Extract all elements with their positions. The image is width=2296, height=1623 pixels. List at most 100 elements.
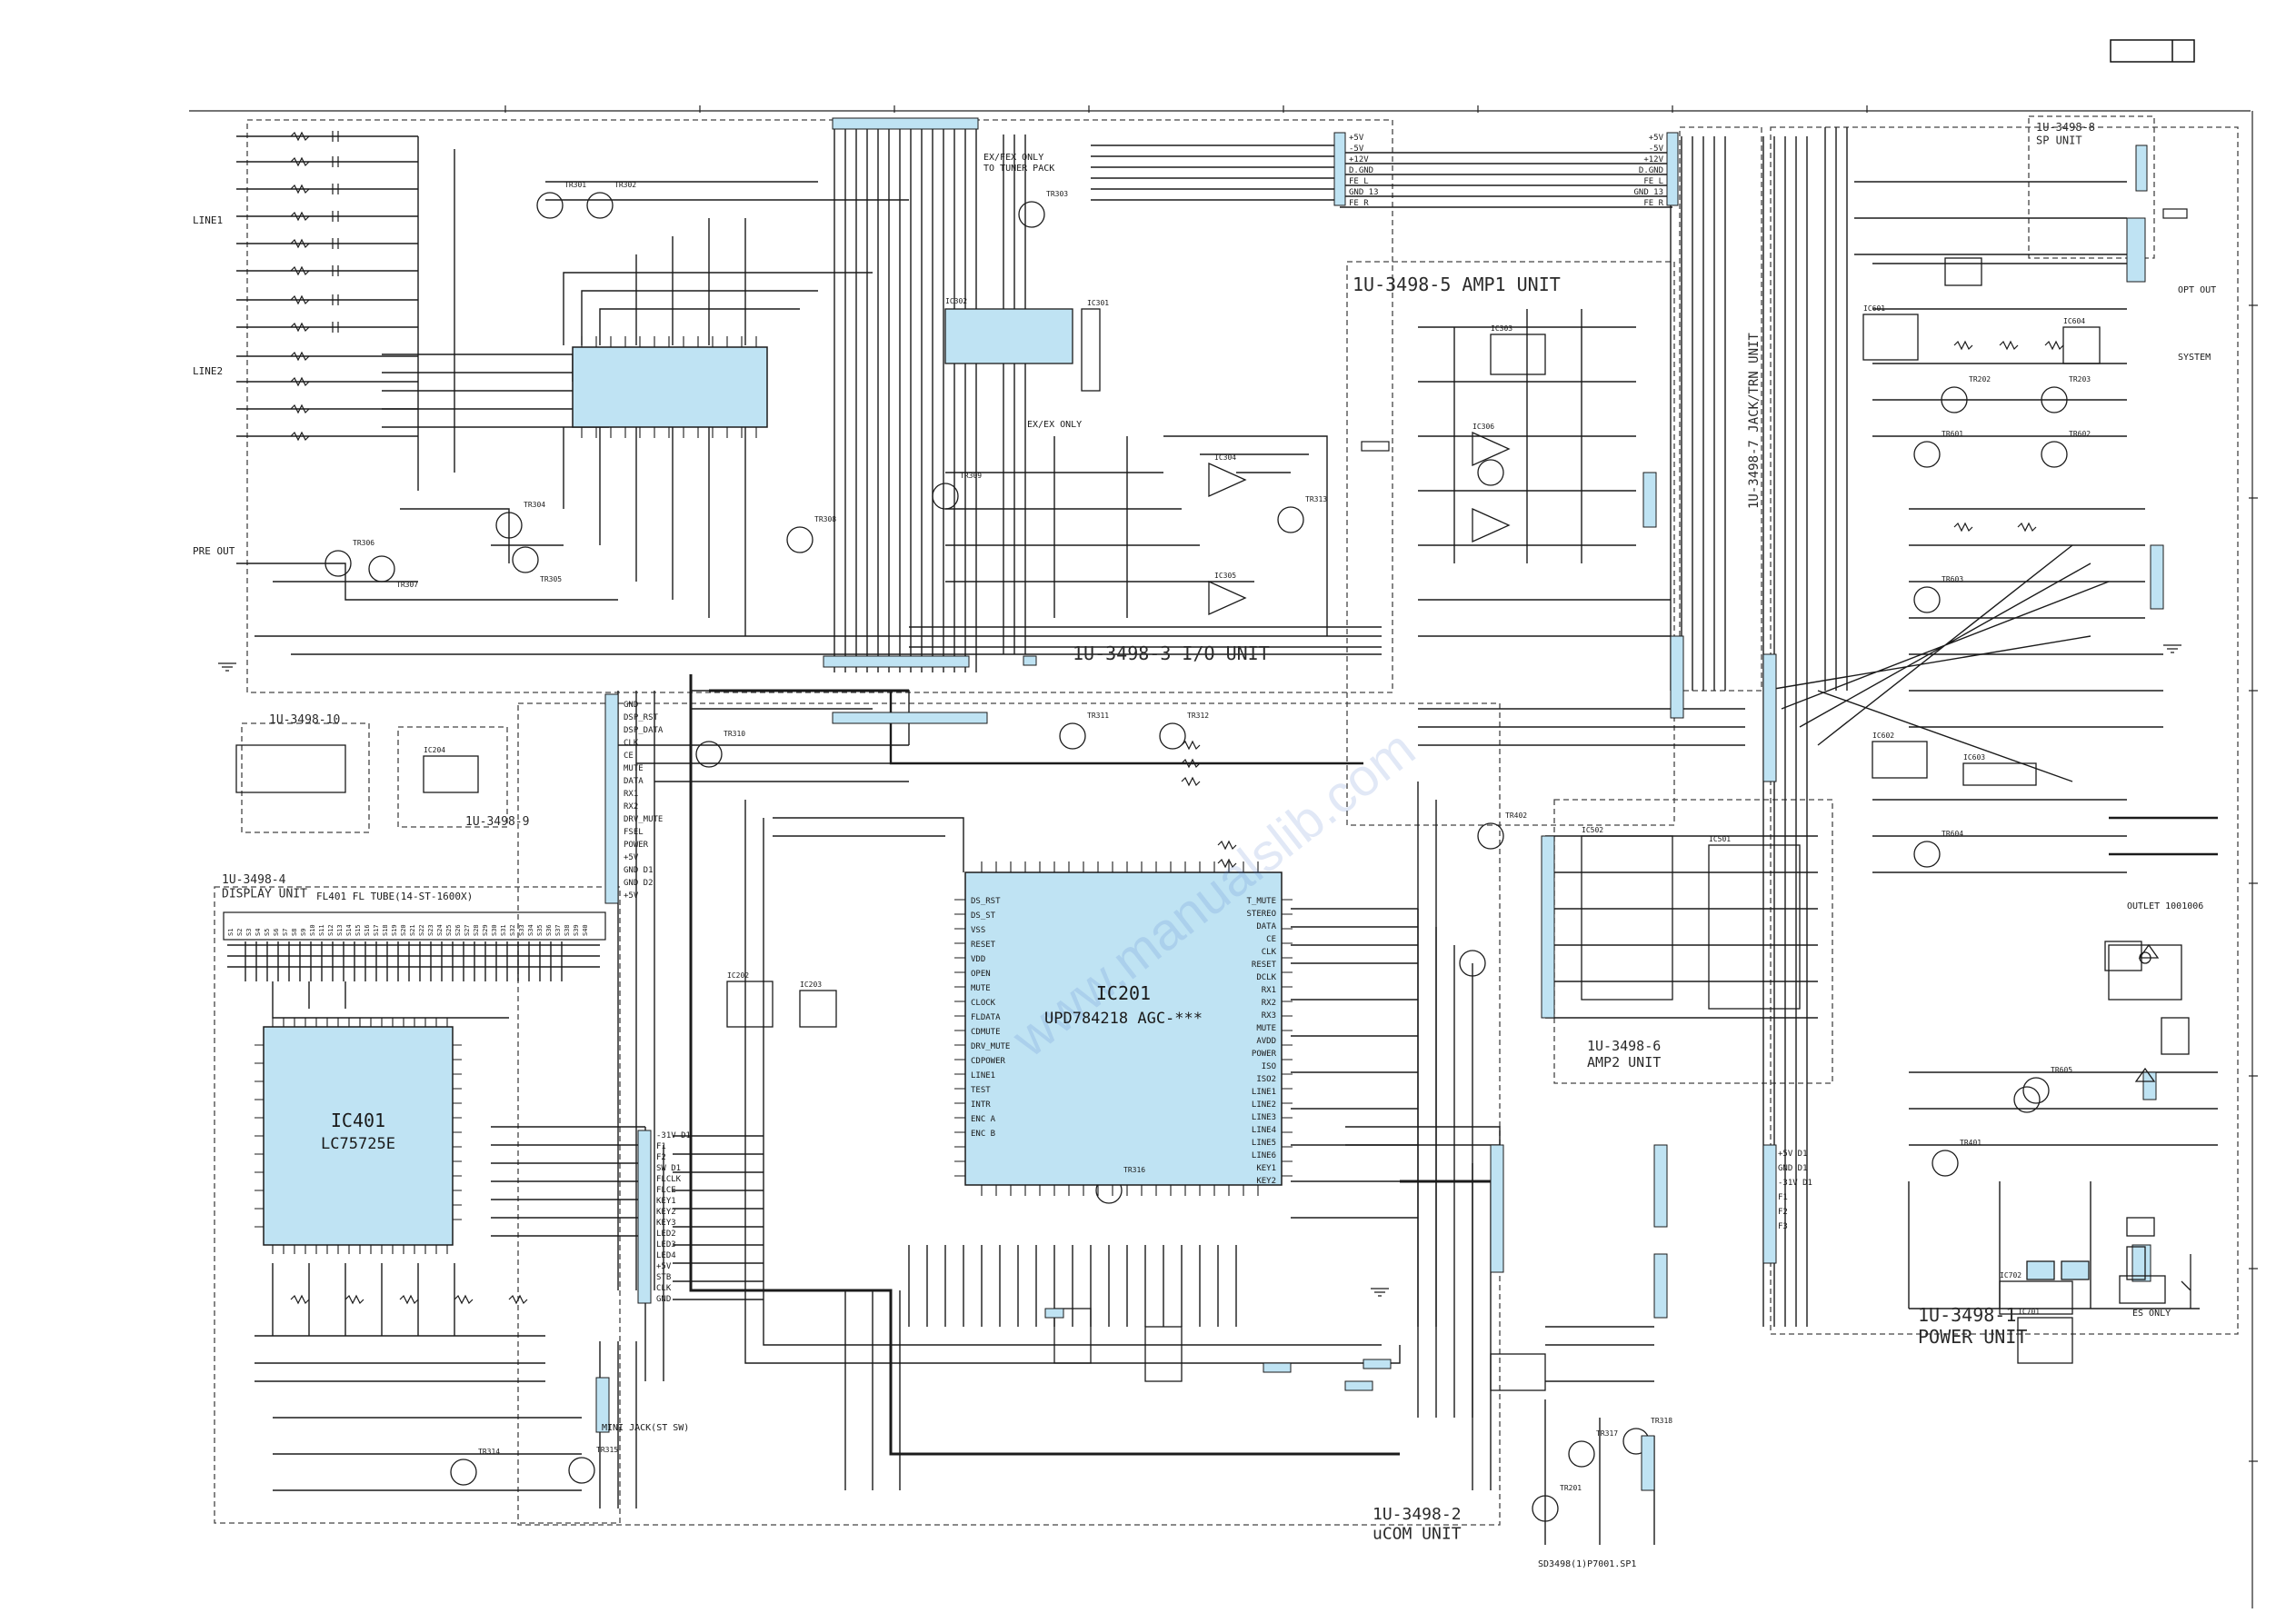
svg-text:FE L: FE L bbox=[1349, 177, 1369, 186]
svg-text:KEY1: KEY1 bbox=[656, 1197, 676, 1206]
svg-text:+12V: +12V bbox=[1349, 155, 1369, 164]
outlet-label: OUTLET 1001006 bbox=[2127, 901, 2203, 911]
transistor-label: TR305 bbox=[540, 575, 562, 583]
fl-grid-17: S17 bbox=[373, 924, 380, 936]
small-ic-label: IC305 bbox=[1214, 572, 1236, 580]
u9-unit-box bbox=[397, 726, 508, 828]
io-unit-box bbox=[246, 119, 1393, 693]
svg-text:FLCE: FLCE bbox=[656, 1186, 676, 1195]
ic401-pins bbox=[255, 1018, 462, 1254]
svg-text:F1: F1 bbox=[656, 1142, 666, 1151]
fl-grid-14: S14 bbox=[345, 924, 353, 936]
svg-text:FE R: FE R bbox=[1349, 199, 1369, 208]
ucom-unit-box bbox=[517, 702, 1501, 1526]
transistor-label: TR314 bbox=[478, 1448, 500, 1456]
svg-text:F1: F1 bbox=[1778, 1193, 1788, 1202]
transistor-label: TR307 bbox=[396, 581, 418, 589]
svg-text:DRV_MUTE: DRV_MUTE bbox=[971, 1042, 1010, 1051]
svg-text:OPEN: OPEN bbox=[971, 970, 991, 979]
small-ic-label: IC304 bbox=[1214, 453, 1236, 462]
ic201-part: UPD784218 AGC-*** bbox=[1044, 1010, 1203, 1028]
svg-text:D.GND: D.GND bbox=[1349, 166, 1373, 175]
fl-grid-35: S35 bbox=[536, 924, 544, 936]
transistor-label: TR309 bbox=[960, 472, 982, 480]
svg-text:LINE4: LINE4 bbox=[1252, 1126, 1276, 1135]
svg-text:KEY2: KEY2 bbox=[656, 1208, 676, 1217]
fl-grid-3: S3 bbox=[245, 929, 253, 936]
fl-grid-6: S6 bbox=[273, 929, 280, 936]
svg-text:GND: GND bbox=[624, 701, 638, 710]
svg-text:LINE1: LINE1 bbox=[971, 1071, 995, 1080]
svg-text:GND D1: GND D1 bbox=[1778, 1164, 1808, 1173]
transistor-label: TR303 bbox=[1046, 190, 1068, 198]
ic201-body bbox=[964, 871, 1283, 1186]
transistor-label: TR306 bbox=[353, 539, 374, 547]
small-ic-label: IC204 bbox=[424, 746, 445, 754]
fl-grid-39: S39 bbox=[573, 924, 580, 936]
small-ic-label: IC602 bbox=[1872, 732, 1894, 740]
svg-text:GND: GND bbox=[656, 1295, 671, 1304]
u10-unit-label: 1U-3498-10 bbox=[269, 713, 340, 727]
cn-right-pin-labels: +5V -5V +12V D.GND FE L GND 13 FE R bbox=[1633, 134, 1663, 208]
passive-components bbox=[290, 131, 2064, 1305]
svg-text:ISO: ISO bbox=[1262, 1062, 1276, 1071]
fl-grid-18: S18 bbox=[382, 924, 389, 936]
svg-text:CDPOWER: CDPOWER bbox=[971, 1057, 1006, 1066]
svg-text:RESET: RESET bbox=[1252, 961, 1277, 970]
wiring bbox=[227, 118, 2218, 1545]
svg-text:FLDATA: FLDATA bbox=[971, 1013, 1001, 1022]
svg-text:LED4: LED4 bbox=[656, 1251, 676, 1260]
ic201-pins bbox=[954, 861, 1293, 1196]
svg-text:MUTE: MUTE bbox=[1256, 1024, 1276, 1033]
svg-text:LINE2: LINE2 bbox=[1252, 1100, 1276, 1110]
svg-text:KEY1: KEY1 bbox=[1256, 1164, 1276, 1173]
fl-grid-38: S38 bbox=[564, 924, 571, 936]
fl-grid-37: S37 bbox=[554, 924, 562, 936]
svg-text:FSEL: FSEL bbox=[624, 828, 644, 837]
fl-grid-16: S16 bbox=[364, 924, 371, 936]
svg-text:RX1: RX1 bbox=[1262, 986, 1276, 995]
ic302-body bbox=[572, 346, 768, 428]
transistor-label: TR318 bbox=[1651, 1417, 1672, 1425]
ic401-body bbox=[263, 1026, 454, 1246]
fl-grid-4: S4 bbox=[255, 929, 262, 936]
transistor-label: TR317 bbox=[1596, 1429, 1618, 1438]
fl-grid-26: S26 bbox=[454, 924, 462, 936]
svg-text:DSP_RST: DSP_RST bbox=[624, 713, 659, 722]
svg-text:SW D1: SW D1 bbox=[656, 1164, 681, 1173]
fl-grid-7: S7 bbox=[282, 929, 289, 936]
svg-text:LED3: LED3 bbox=[656, 1240, 676, 1250]
transistor-label: TR201 bbox=[1560, 1484, 1582, 1492]
svg-text:STB: STB bbox=[656, 1273, 671, 1282]
title-box bbox=[2110, 39, 2195, 63]
svg-text:CLOCK: CLOCK bbox=[971, 999, 996, 1008]
small-ic-label: IC604 bbox=[2063, 317, 2085, 325]
svg-text:F2: F2 bbox=[1778, 1208, 1788, 1217]
ic201-left-pin-labels: DS_RST DS_ST VSS RESET VDD OPEN MUTE CLO… bbox=[971, 897, 1010, 1139]
fl-grid-33: S33 bbox=[518, 924, 525, 936]
small-ic-label: IC601 bbox=[1863, 304, 1885, 313]
fl401-label: FL401 FL TUBE(14-ST-1600X) bbox=[316, 891, 473, 902]
svg-text:F3: F3 bbox=[1778, 1222, 1788, 1231]
svg-text:F2: F2 bbox=[656, 1153, 666, 1162]
display-cn-labels: -31V D1 F1 F2 SW D1 FLCLK FLCE KEY1 KEY2… bbox=[656, 1131, 691, 1304]
svg-text:RX3: RX3 bbox=[1262, 1011, 1276, 1021]
ic401-name: IC401 bbox=[331, 1110, 385, 1131]
svg-text:VDD: VDD bbox=[971, 955, 985, 964]
fl-grid-15: S15 bbox=[354, 924, 362, 936]
svg-text:D.GND: D.GND bbox=[1639, 166, 1663, 175]
svg-text:DCLK: DCLK bbox=[1256, 973, 1276, 982]
transistor-label: TR308 bbox=[814, 515, 836, 523]
svg-text:+5V: +5V bbox=[1349, 134, 1364, 143]
transistor-label: TR604 bbox=[1942, 830, 1963, 838]
svg-text:RESET: RESET bbox=[971, 941, 996, 950]
svg-text:-5V: -5V bbox=[1649, 144, 1664, 154]
u10-unit-box bbox=[241, 722, 370, 833]
fl-grid-28: S28 bbox=[473, 924, 480, 936]
fl-grid-1: S1 bbox=[227, 929, 235, 936]
svg-text:CLK: CLK bbox=[1262, 948, 1277, 957]
amp1-unit-label: 1U-3498-5 AMP1 UNIT bbox=[1353, 274, 1561, 295]
fl-grid-29: S29 bbox=[482, 924, 489, 936]
